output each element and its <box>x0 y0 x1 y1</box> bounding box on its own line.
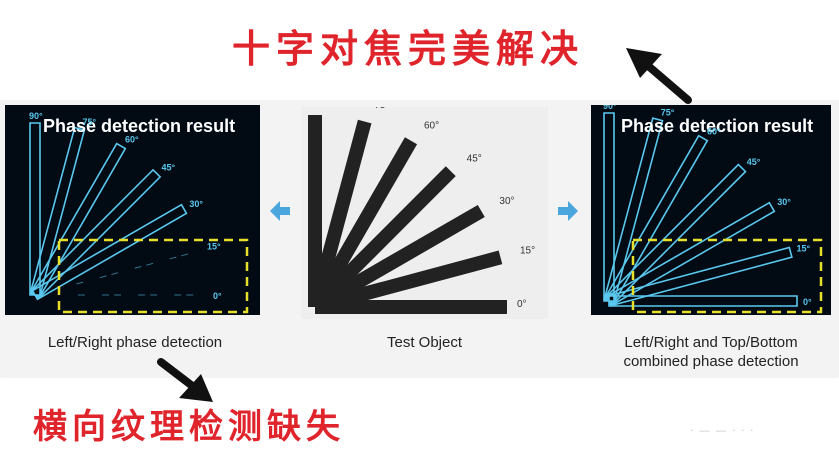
test-bar-75 <box>308 119 372 309</box>
left-lines-bar-30 <box>31 203 188 301</box>
right-arrow-icon <box>558 201 578 221</box>
bottom-pointer-arrow-icon <box>157 358 213 402</box>
right-panel-heading: Phase detection result <box>621 116 813 136</box>
right-lines-label-60: 60° <box>707 127 721 137</box>
right-lines-label-0: 0° <box>803 297 812 307</box>
right-angle-lines <box>603 112 798 307</box>
right-lines-bar-45 <box>604 163 747 306</box>
left-missing-region-box <box>57 238 249 314</box>
left-lines-label-90: 90° <box>29 111 43 121</box>
test-label-75: 75° <box>374 107 389 111</box>
left-angle-labels: 90° 75° 60° 45° 30° 15° 0° <box>29 111 222 301</box>
right-lines-label-90: 90° <box>603 105 617 111</box>
watermark: · — — · · · <box>690 424 755 437</box>
left-lines-faint-15-6 <box>146 262 154 266</box>
title-pointer-arrow-icon <box>626 48 692 104</box>
left-arrow-icon <box>270 201 290 221</box>
right-caption-line2: combined phase detection <box>623 353 799 370</box>
left-lines-faint-15-2 <box>99 275 107 279</box>
bottom-note: 横向纹理检测缺失 <box>33 407 345 447</box>
test-object-panel: 90°75°60°45°30°15°0° <box>301 93 548 319</box>
right-lines-label-15: 15° <box>796 243 810 253</box>
right-caption-line1: Left/Right and Top/Bottom <box>624 334 798 351</box>
left-lines-faint-15-8 <box>169 256 177 260</box>
right-lines-label-45: 45° <box>747 157 761 167</box>
right-lines-label-75: 75° <box>661 108 675 118</box>
right-detection-panel: Phase detection result 90° 75° 60° 45° 30° 15… <box>591 101 831 315</box>
left-lines-faint-15-3 <box>111 272 119 276</box>
left-lines-label-45: 45° <box>161 163 175 173</box>
left-panel-heading: Phase detection result <box>43 116 235 136</box>
test-bar-30 <box>311 204 485 314</box>
test-bar-0 <box>315 300 507 314</box>
test-bar-15 <box>313 250 503 314</box>
left-detection-drawing: Phase detection result 90° 75° 60° 45° 30° 15… <box>29 111 249 314</box>
right-lines-bar-0 <box>608 295 798 307</box>
left-lines-label-75: 75° <box>83 117 97 127</box>
left-lines-bar-75 <box>29 126 86 298</box>
test-label-30: 30° <box>499 196 514 207</box>
left-lines-faint-15-9 <box>181 253 188 257</box>
right-angle-labels: 90° 75° 60° 45° 30° 15° 0° <box>603 101 812 307</box>
left-lines-label-15: 15° <box>207 241 221 251</box>
test-label-0: 0° <box>517 299 527 310</box>
test-label-45: 45° <box>467 153 482 164</box>
left-lines-bar-90 <box>29 122 41 296</box>
right-panel-caption: Left/Right and Top/Bottom combined phase… <box>591 333 831 371</box>
left-lines-label-30: 30° <box>189 199 203 209</box>
left-detection-panel: Phase detection result 90° 75° 60° 45° 30° 15… <box>5 105 260 315</box>
right-lines-bar-90 <box>603 112 615 302</box>
test-object-drawing: 90°75°60°45°30°15°0° <box>308 93 535 314</box>
test-bar-90 <box>308 115 322 307</box>
test-bar-45 <box>310 166 456 312</box>
right-lines-bar-15 <box>606 246 793 307</box>
test-label-15: 15° <box>520 246 535 257</box>
right-highlight-box <box>631 238 823 314</box>
left-panel-caption: Left/Right phase detection <box>47 334 223 351</box>
center-panel-caption: Test Object <box>386 334 463 351</box>
right-lines-label-30: 30° <box>777 197 791 207</box>
left-lines-label-0: 0° <box>213 291 222 301</box>
left-lines-faint-15-5 <box>134 266 142 269</box>
right-detection-drawing: Phase detection result 90° 75° 60° 45° 30° 15… <box>603 101 823 314</box>
test-bar-60 <box>308 137 418 311</box>
left-lines-label-60: 60° <box>125 135 139 145</box>
test-label-60: 60° <box>424 121 439 132</box>
main-title: 十字对焦完美解决 <box>232 26 585 71</box>
test-object-bars <box>308 115 507 314</box>
left-angle-lines <box>29 122 194 301</box>
left-lines-faint-15-0 <box>76 281 84 285</box>
